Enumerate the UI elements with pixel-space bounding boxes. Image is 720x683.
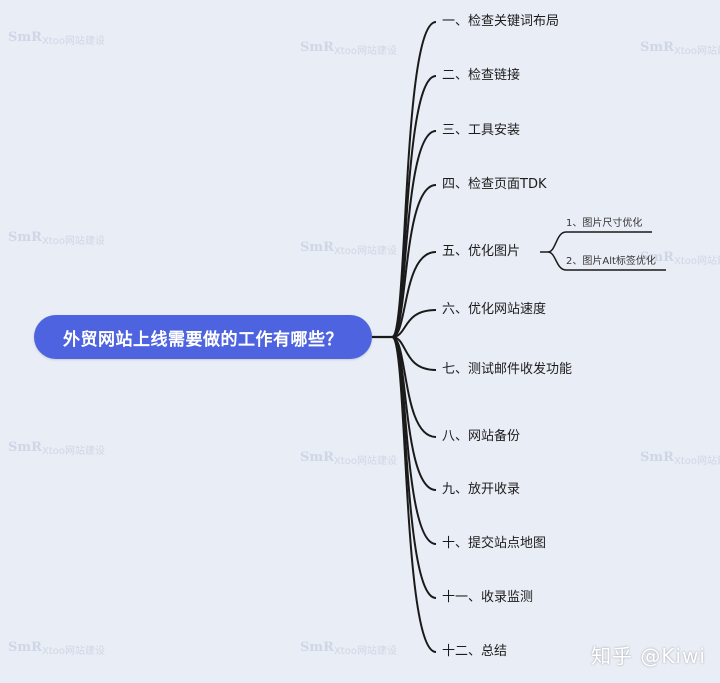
branch-5-label[interactable]: 六、优化网站速度 <box>442 302 547 317</box>
watermark-logo: SmR <box>300 640 334 655</box>
branch-connector-1 <box>391 75 437 338</box>
branch-connector-6 <box>391 336 437 371</box>
branch-6-label[interactable]: 七、测试邮件收发功能 <box>442 362 573 377</box>
sub-branch-label[interactable]: 2、图片Alt标签优化 <box>566 256 656 267</box>
watermark-logo: SmR <box>640 40 674 55</box>
branch-1-label[interactable]: 二、检查链接 <box>442 68 521 83</box>
watermark-text: Xtoo网站建设 <box>674 456 720 467</box>
watermark-logo: SmR <box>300 450 334 465</box>
watermark-text: Xtoo网站建设 <box>334 646 398 657</box>
branch-9-label[interactable]: 十、提交站点地图 <box>442 536 547 551</box>
branch-11-label[interactable]: 十二、总结 <box>442 644 508 659</box>
sub-connector-1 <box>547 251 666 271</box>
branch-10-label[interactable]: 十一、收录监测 <box>442 590 534 605</box>
watermark-logo: SmR <box>300 240 334 255</box>
branch-2-label[interactable]: 三、工具安装 <box>442 123 521 138</box>
branch-connector-11 <box>391 336 437 653</box>
branch-3-label[interactable]: 四、检查页面TDK <box>442 177 547 192</box>
watermark-text: Xtoo网站建设 <box>674 256 720 267</box>
sub-branch-label[interactable]: 1、图片尺寸优化 <box>566 218 643 229</box>
brand-watermark: 知乎 @Kiwi <box>591 644 706 668</box>
watermark-text: Xtoo网站建设 <box>334 246 398 257</box>
watermark-text: Xtoo网站建设 <box>674 46 720 57</box>
sub-connector-0 <box>547 231 652 253</box>
watermark-text: Xtoo网站建设 <box>42 446 106 457</box>
watermark-text: Xtoo网站建设 <box>334 46 398 57</box>
watermark-text: Xtoo网站建设 <box>42 646 106 657</box>
watermark-text: Xtoo网站建设 <box>42 36 106 47</box>
watermark-logo: SmR <box>8 30 42 45</box>
branch-8-label[interactable]: 九、放开收录 <box>442 482 521 497</box>
branch-connector-10 <box>391 336 437 599</box>
root-node[interactable]: 外贸网站上线需要做的工作有哪些？ <box>34 315 372 359</box>
branch-connector-4 <box>391 251 437 338</box>
watermark-logo: SmR <box>300 40 334 55</box>
watermark-logo: SmR <box>640 250 674 265</box>
watermark-text: Xtoo网站建设 <box>42 236 106 247</box>
watermark-logo: SmR <box>8 640 42 655</box>
branch-0-label[interactable]: 一、检查关键词布局 <box>442 14 560 29</box>
watermark-logo: SmR <box>640 450 674 465</box>
branch-7-label[interactable]: 八、网站备份 <box>442 429 521 444</box>
branch-connector-5 <box>391 309 437 338</box>
branch-connector-3 <box>391 184 437 338</box>
watermark-logo: SmR <box>8 440 42 455</box>
watermark-text: Xtoo网站建设 <box>334 456 398 467</box>
watermark-logo: SmR <box>8 230 42 245</box>
branch-4-label[interactable]: 五、优化图片 <box>442 244 521 259</box>
root-title: 外贸网站上线需要做的工作有哪些？ <box>63 329 343 350</box>
